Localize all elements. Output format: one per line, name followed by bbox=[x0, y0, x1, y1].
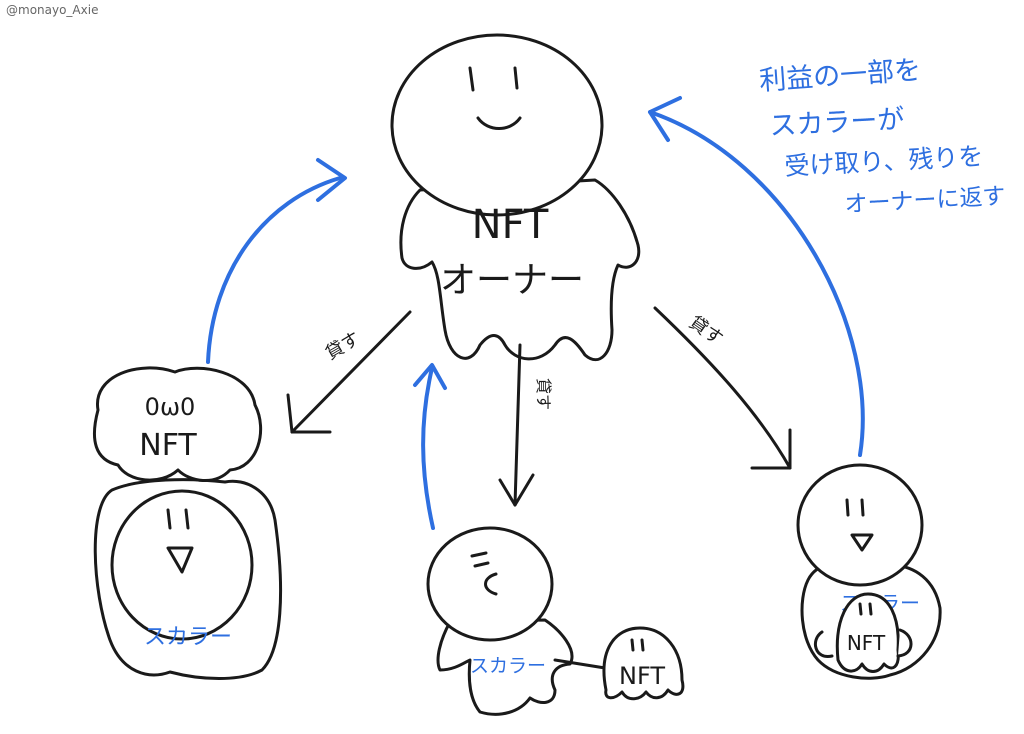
owner-body bbox=[399, 178, 641, 362]
credit-text: @monayo_Axie bbox=[6, 3, 98, 17]
profit-share-note: 利益の一部を スカラーが 受け取り、残りを オーナーに返す bbox=[758, 55, 1006, 218]
scholar-right-eye-r bbox=[860, 498, 865, 517]
scholar-right-hand-l bbox=[813, 630, 834, 658]
note-line-2: スカラーが bbox=[769, 104, 905, 142]
scholar-center: NFT スカラー bbox=[426, 526, 685, 716]
return-arrow-center bbox=[413, 363, 447, 530]
nft-companion bbox=[602, 626, 685, 701]
scholar-left-label: スカラー bbox=[144, 625, 232, 650]
return-arrow-left bbox=[206, 158, 347, 364]
leash-line bbox=[553, 658, 607, 670]
note-line-3: 受け取り、残りを bbox=[784, 142, 984, 181]
scholar-right-eye-l bbox=[845, 498, 850, 517]
nft-companion-eye-r bbox=[640, 638, 645, 652]
return-arrow-right bbox=[648, 96, 865, 457]
scholar-left-eye-r bbox=[184, 508, 190, 530]
nft-hat-face: 0ω0 bbox=[145, 393, 196, 421]
lend-label-left: 貸す bbox=[322, 328, 364, 364]
owner-eye-left bbox=[468, 66, 475, 92]
scholar-right-head bbox=[796, 463, 924, 587]
lend-arrow-right bbox=[653, 306, 792, 470]
owner-mouth bbox=[476, 116, 522, 130]
nft-companion-label: NFT bbox=[619, 662, 665, 690]
owner-eye-right bbox=[513, 66, 519, 90]
scholar-right-hand-r bbox=[896, 628, 913, 658]
lend-label-center: 貸す bbox=[534, 378, 553, 410]
scholar-right: スカラー NFT bbox=[796, 463, 942, 680]
scholar-left-head bbox=[110, 489, 254, 641]
scholar-center-mouth bbox=[484, 572, 498, 596]
scholar-center-head bbox=[426, 526, 554, 642]
owner-character: NFT オーナー bbox=[390, 33, 641, 362]
owner-label-nft: NFT bbox=[472, 202, 549, 248]
scholar-center-eye-r bbox=[473, 561, 490, 568]
nft-held-label: NFT bbox=[847, 631, 886, 655]
note-line-1: 利益の一部を bbox=[758, 55, 922, 97]
nft-held-eye-l bbox=[858, 602, 863, 616]
scholar-center-eye-l bbox=[470, 551, 488, 558]
note-line-4: オーナーに返す bbox=[844, 184, 1006, 218]
nft-hat bbox=[93, 366, 263, 483]
nft-held-eye-r bbox=[868, 602, 873, 616]
nft-held bbox=[835, 592, 900, 673]
scholar-right-mouth bbox=[850, 533, 874, 552]
scholar-left-eye-l bbox=[166, 508, 172, 530]
owner-label-role: オーナー bbox=[440, 260, 584, 301]
nft-companion-eye-l bbox=[630, 638, 635, 652]
lend-arrow-left bbox=[286, 310, 412, 434]
scholar-left: 0ω0 NFT スカラー bbox=[93, 366, 283, 680]
lend-arrow-center bbox=[498, 343, 535, 507]
owner-head bbox=[390, 33, 604, 217]
scholar-left-mouth bbox=[166, 546, 194, 574]
scholar-center-label: スカラー bbox=[470, 655, 546, 677]
nft-hat-label: NFT bbox=[139, 428, 197, 463]
scholar-center-body bbox=[436, 618, 574, 716]
